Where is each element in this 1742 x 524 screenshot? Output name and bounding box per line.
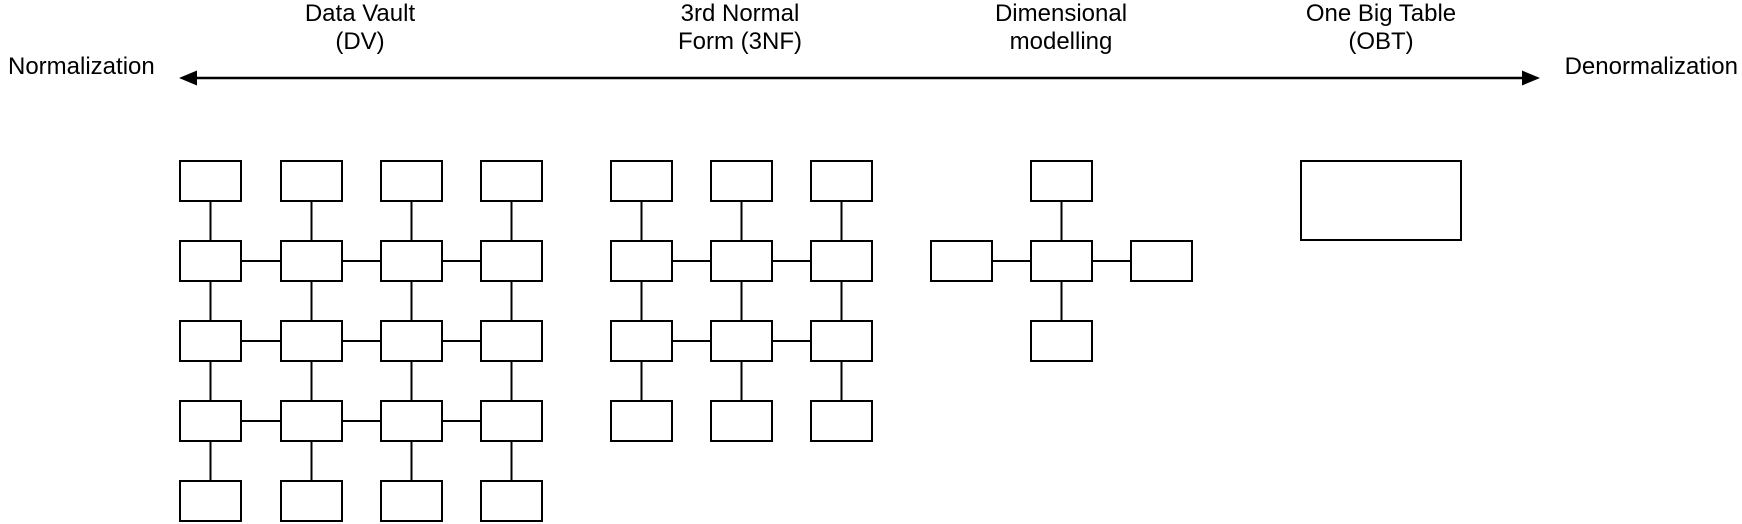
data-vault-table-box [179, 240, 242, 282]
label-third-normal-form: 3rd Normal Form (3NF) [590, 0, 890, 56]
arrow-head-left-icon [179, 70, 197, 86]
data-vault-table-box [480, 400, 543, 442]
label-data-vault: Data Vault (DV) [210, 0, 510, 56]
third-normal-form-table-box [710, 400, 773, 442]
data-vault-table-box [280, 160, 343, 202]
third-normal-form-table-box [810, 240, 873, 282]
third-normal-form-table-box [810, 320, 873, 362]
denormalization-label: Denormalization [1564, 53, 1738, 80]
third-normal-form-table-box [610, 320, 673, 362]
dimensional-dimension-table-box [1130, 240, 1193, 282]
label-line: modelling [1009, 28, 1113, 55]
dimensional-fact-table-box [1030, 240, 1093, 282]
third-normal-form-table-box [710, 160, 773, 202]
data-vault-table-box [280, 400, 343, 442]
third-normal-form-table-box [810, 160, 873, 202]
data-vault-table-box [280, 480, 343, 522]
data-vault-table-box [179, 320, 242, 362]
third-normal-form-table-box [710, 320, 773, 362]
one-big-table-table-box [1300, 160, 1462, 241]
data-vault-table-box [380, 400, 443, 442]
data-vault-table-box [480, 160, 543, 202]
third-normal-form-table-box [710, 240, 773, 282]
dimensional-dimension-table-box [1030, 160, 1093, 202]
data-vault-table-box [280, 240, 343, 282]
third-normal-form-table-box [810, 400, 873, 442]
arrow-head-right-icon [1522, 70, 1540, 86]
label-line: Data Vault [304, 0, 416, 27]
data-vault-table-box [480, 480, 543, 522]
data-vault-table-box [280, 320, 343, 362]
third-normal-form-table-box [610, 160, 673, 202]
data-vault-table-box [480, 320, 543, 362]
third-normal-form-table-box [610, 240, 673, 282]
dimensional-dimension-table-box [1030, 320, 1093, 362]
normalization-label: Normalization [8, 53, 155, 80]
data-vault-table-box [179, 480, 242, 522]
label-line: (DV) [335, 28, 385, 55]
label-line: 3rd Normal [680, 0, 800, 27]
label-one-big-table: One Big Table (OBT) [1231, 0, 1531, 56]
data-vault-table-box [380, 160, 443, 202]
data-vault-table-box [380, 480, 443, 522]
data-vault-table-box [179, 160, 242, 202]
data-vault-table-box [380, 320, 443, 362]
third-normal-form-table-box [610, 400, 673, 442]
label-line: (OBT) [1348, 28, 1414, 55]
label-line: Form (3NF) [678, 28, 802, 55]
data-vault-table-box [480, 240, 543, 282]
label-line: One Big Table [1305, 0, 1457, 27]
label-line: Dimensional [994, 0, 1128, 27]
data-vault-table-box [179, 400, 242, 442]
dimensional-dimension-table-box [930, 240, 993, 282]
data-vault-table-box [380, 240, 443, 282]
label-dimensional-modelling: Dimensional modelling [911, 0, 1211, 56]
